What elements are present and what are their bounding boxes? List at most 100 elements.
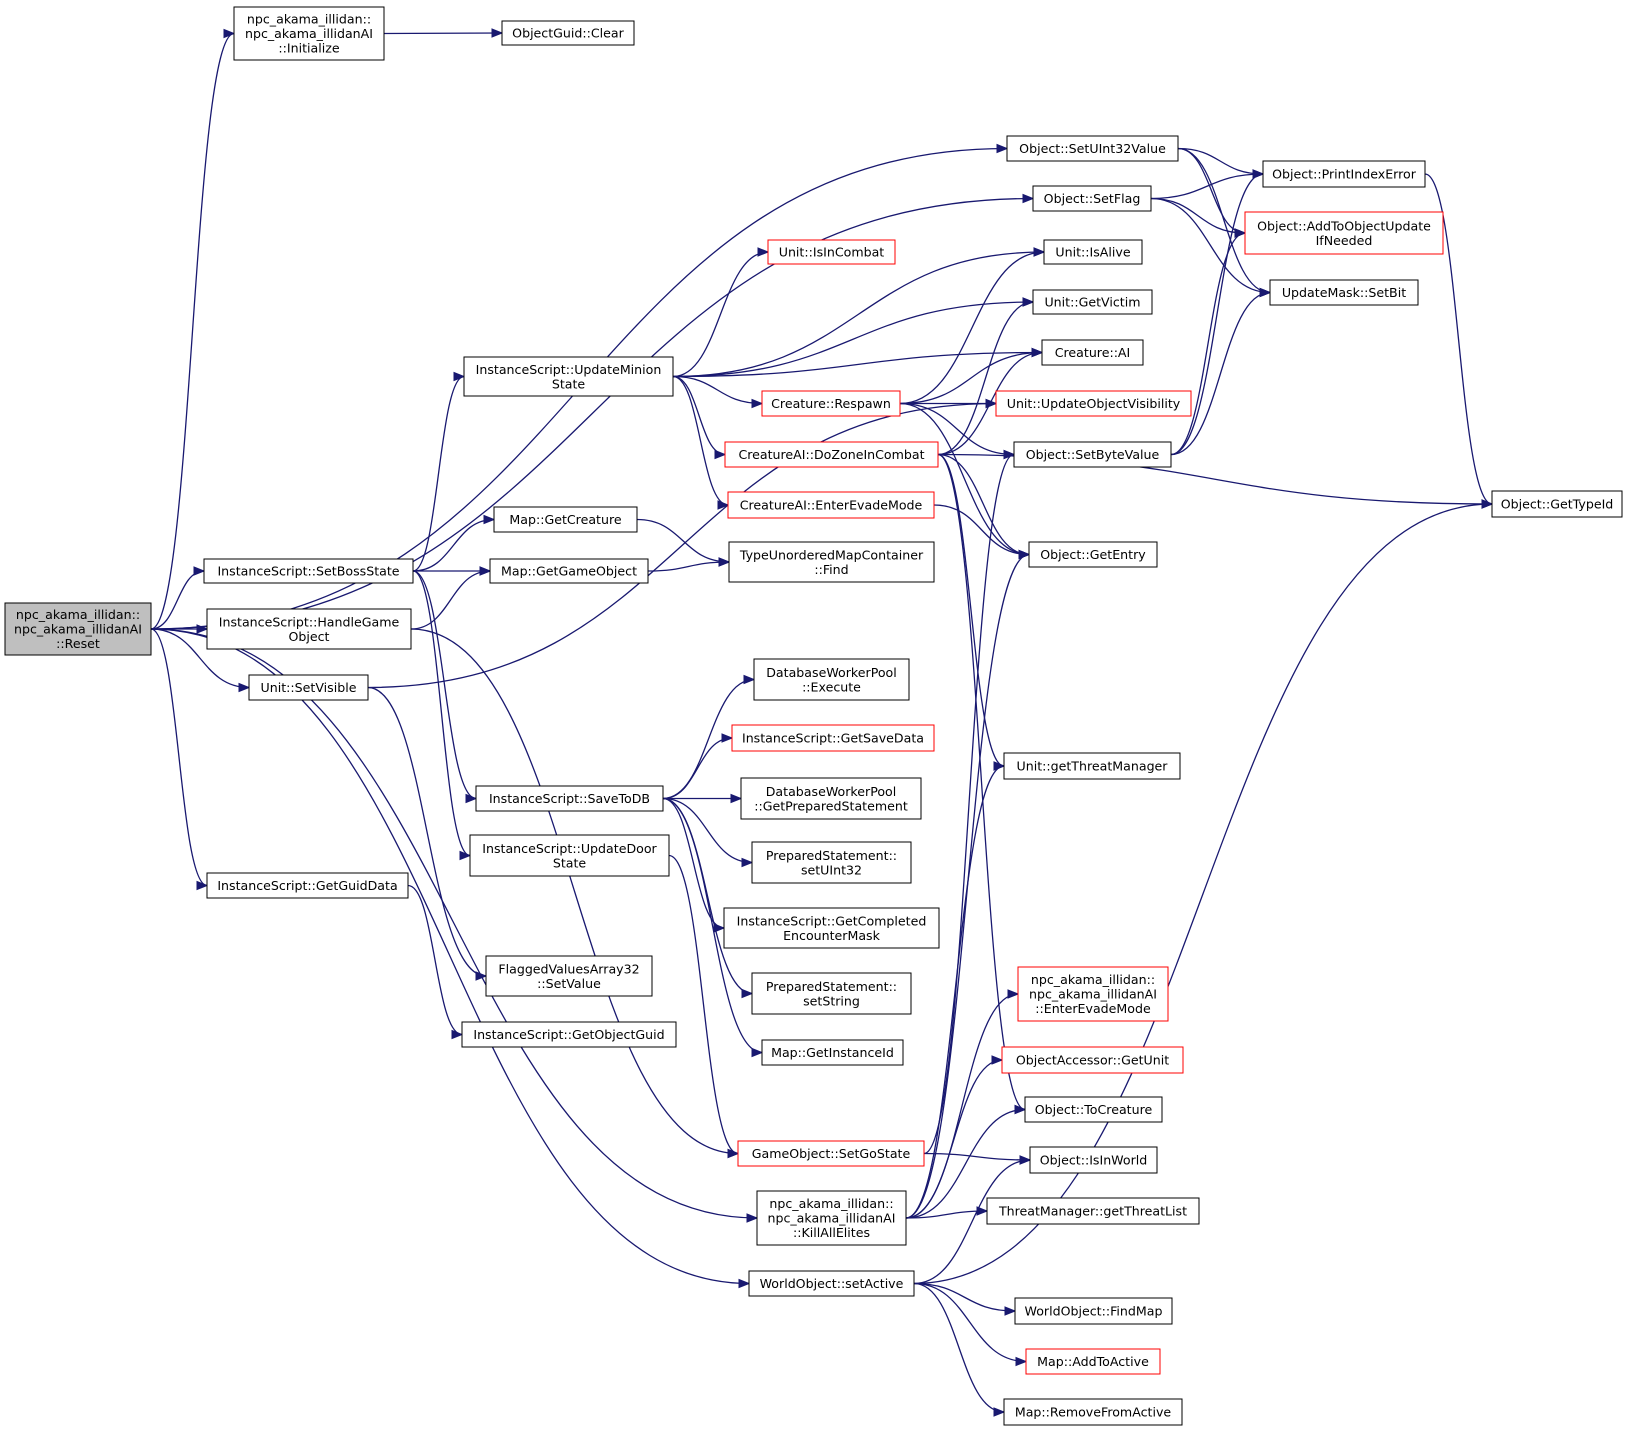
call-edge-save_to_db-to-get_completed_encounter_mask bbox=[662, 797, 725, 929]
node-label-line: Unit::IsAlive bbox=[1055, 245, 1130, 260]
graph-node-map-add-to-active[interactable]: Map::AddToActive bbox=[1025, 1348, 1161, 1375]
node-box bbox=[1269, 279, 1419, 306]
graph-node-creature-ai[interactable]: Creature::AI bbox=[1041, 339, 1144, 366]
node-box bbox=[1262, 160, 1426, 188]
graph-node-world-set-active[interactable]: WorldObject::setActive bbox=[748, 1270, 915, 1297]
graph-node-get-completed-encounter-mask[interactable]: InstanceScript::GetCompletedEncounterMas… bbox=[723, 907, 940, 949]
node-box bbox=[4, 602, 152, 656]
node-box bbox=[1032, 289, 1153, 315]
graph-node-db-pool-execute[interactable]: DatabaseWorkerPool::Execute bbox=[753, 658, 910, 701]
node-label-line: Unit::SetVisible bbox=[261, 680, 357, 695]
node-label-line: Object::GetTypeId bbox=[1501, 497, 1614, 512]
call-edge-kill_all_elites-to-npc_enter_evade_mode bbox=[905, 993, 1019, 1219]
graph-node-set-uint32-value[interactable]: Object::SetUInt32Value bbox=[1006, 135, 1179, 162]
node-box bbox=[1017, 966, 1169, 1022]
graph-node-npc-enter-evade-mode[interactable]: npc_akama_illidan::npc_akama_illidanAI::… bbox=[1017, 966, 1169, 1022]
node-box bbox=[1244, 211, 1444, 255]
call-edge-handle_game_object-to-go_set_go_state bbox=[410, 628, 739, 1155]
node-box bbox=[740, 777, 922, 820]
arrow-head-icon bbox=[223, 28, 236, 39]
graph-node-map-remove-from-active[interactable]: Map::RemoveFromActive bbox=[1003, 1398, 1183, 1426]
node-label-line: Object::SetByteValue bbox=[1026, 447, 1160, 462]
graph-node-get-save-data[interactable]: InstanceScript::GetSaveData bbox=[731, 724, 935, 752]
graph-node-object-get-entry[interactable]: Object::GetEntry bbox=[1028, 541, 1158, 568]
graph-node-object-to-creature[interactable]: Object::ToCreature bbox=[1024, 1096, 1163, 1123]
graph-node-go-set-go-state[interactable]: GameObject::SetGoState bbox=[737, 1140, 925, 1167]
node-box bbox=[761, 1039, 904, 1066]
node-box bbox=[1024, 1096, 1163, 1123]
graph-node-unit-set-visible[interactable]: Unit::SetVisible bbox=[248, 674, 369, 701]
graph-node-do-zone-in-combat[interactable]: CreatureAI::DoZoneInCombat bbox=[724, 441, 939, 468]
graph-node-creature-respawn[interactable]: Creature::Respawn bbox=[761, 390, 901, 417]
graph-node-map-get-game-object[interactable]: Map::GetGameObject bbox=[489, 558, 649, 584]
graph-node-get-guid-data[interactable]: InstanceScript::GetGuidData bbox=[206, 872, 409, 899]
arrow-head-icon bbox=[1019, 1155, 1032, 1165]
graph-node-print-index-error[interactable]: Object::PrintIndexError bbox=[1262, 160, 1426, 188]
graph-node-guid-clear[interactable]: ObjectGuid::Clear bbox=[501, 20, 635, 46]
arrow-head-icon bbox=[727, 1148, 740, 1159]
node-box bbox=[1013, 441, 1172, 468]
call-edge-creature_respawn-to-object_get_entry bbox=[899, 402, 1030, 556]
graph-node-unit-is-alive[interactable]: Unit::IsAlive bbox=[1043, 239, 1143, 265]
graph-node-world-find-map[interactable]: WorldObject::FindMap bbox=[1014, 1297, 1173, 1325]
graph-node-flagged-values-set-value[interactable]: FlaggedValuesArray32::SetValue bbox=[485, 955, 653, 997]
graph-node-object-get-type-id[interactable]: Object::GetTypeId bbox=[1491, 490, 1623, 518]
graph-node-unit-is-in-combat[interactable]: Unit::IsInCombat bbox=[767, 239, 896, 265]
node-label-line: Unit::IsInCombat bbox=[779, 245, 885, 260]
graph-node-prepared-set-string[interactable]: PreparedStatement::setString bbox=[751, 972, 912, 1015]
call-edge-update_minion_state-to-do_zone_in_combat bbox=[672, 375, 726, 456]
graph-node-unit-get-threat-manager[interactable]: Unit::getThreatManager bbox=[1003, 752, 1181, 780]
graph-node-prepared-set-uint32[interactable]: PreparedStatement::setUInt32 bbox=[751, 841, 912, 884]
call-edge-set_flag-to-update_mask_set_bit bbox=[1150, 197, 1271, 294]
graph-node-type-unordered-find[interactable]: TypeUnorderedMapContainer::Find bbox=[728, 541, 935, 583]
node-label-line: setString bbox=[803, 993, 860, 1008]
node-box bbox=[751, 841, 912, 884]
graph-node-object-is-in-world[interactable]: Object::IsInWorld bbox=[1029, 1146, 1158, 1174]
graph-node-initialize[interactable]: npc_akama_illidan::npc_akama_illidanAI::… bbox=[233, 6, 385, 61]
graph-node-unit-get-victim[interactable]: Unit::GetVictim bbox=[1032, 289, 1153, 315]
graph-node-map-get-creature[interactable]: Map::GetCreature bbox=[493, 506, 638, 533]
call-graph-edges bbox=[150, 28, 1494, 1417]
graph-node-object-accessor-get-unit[interactable]: ObjectAccessor::GetUnit bbox=[1001, 1046, 1184, 1074]
node-label-line: ::GetPreparedStatement bbox=[754, 798, 908, 813]
graph-node-update-mask-set-bit[interactable]: UpdateMask::SetBit bbox=[1269, 279, 1419, 306]
node-box bbox=[737, 1140, 925, 1167]
arrow-head-icon bbox=[238, 682, 251, 693]
graph-node-set-flag[interactable]: Object::SetFlag bbox=[1032, 185, 1152, 212]
node-box bbox=[727, 491, 935, 519]
call-edge-root-to-set_flag bbox=[150, 197, 1034, 630]
node-label-line: InstanceScript::HandleGame bbox=[219, 614, 400, 629]
node-label-line: Map::AddToActive bbox=[1037, 1354, 1149, 1369]
node-label-line: Map::GetInstanceId bbox=[771, 1045, 894, 1060]
graph-node-set-byte-value[interactable]: Object::SetByteValue bbox=[1013, 441, 1172, 468]
call-edge-map_get_game_object-to-type_unordered_find bbox=[647, 561, 730, 572]
call-edge-save_to_db-to-get_save_data bbox=[662, 737, 733, 800]
node-label-line: ::Initialize bbox=[278, 41, 339, 56]
graph-node-kill-all-elites[interactable]: npc_akama_illidan::npc_akama_illidanAI::… bbox=[756, 1190, 907, 1246]
graph-node-root[interactable]: npc_akama_illidan::npc_akama_illidanAI::… bbox=[4, 602, 152, 656]
arrow-head-icon bbox=[714, 449, 727, 460]
graph-node-map-get-instance-id[interactable]: Map::GetInstanceId bbox=[761, 1039, 904, 1066]
node-label-line: FlaggedValuesArray32 bbox=[498, 961, 639, 976]
graph-node-set-boss-state[interactable]: InstanceScript::SetBossState bbox=[203, 558, 414, 584]
node-label-line: State bbox=[553, 855, 587, 870]
graph-node-db-pool-get-prepared[interactable]: DatabaseWorkerPool::GetPreparedStatement bbox=[740, 777, 922, 820]
graph-node-save-to-db[interactable]: InstanceScript::SaveToDB bbox=[475, 785, 664, 812]
call-edge-set_byte_value-to-add_to_object_update bbox=[1170, 232, 1246, 456]
arrow-head-icon bbox=[993, 761, 1006, 771]
node-label-line: setUInt32 bbox=[801, 862, 862, 877]
call-edge-kill_all_elites-to-threat_get_list bbox=[905, 1210, 988, 1219]
graph-node-get-object-guid[interactable]: InstanceScript::GetObjectGuid bbox=[461, 1021, 677, 1048]
node-box bbox=[469, 834, 670, 877]
graph-node-unit-update-object-visibility[interactable]: Unit::UpdateObjectVisibility bbox=[995, 390, 1192, 417]
call-edge-go_set_go_state-to-object_is_in_world bbox=[923, 1152, 1031, 1161]
arrow-head-icon bbox=[1015, 1356, 1028, 1367]
node-label-line: PreparedStatement:: bbox=[766, 848, 897, 863]
graph-node-enter-evade-mode[interactable]: CreatureAI::EnterEvadeMode bbox=[727, 491, 935, 519]
graph-node-threat-get-list[interactable]: ThreatManager::getThreatList bbox=[986, 1197, 1200, 1225]
arrow-head-icon bbox=[451, 1029, 464, 1040]
